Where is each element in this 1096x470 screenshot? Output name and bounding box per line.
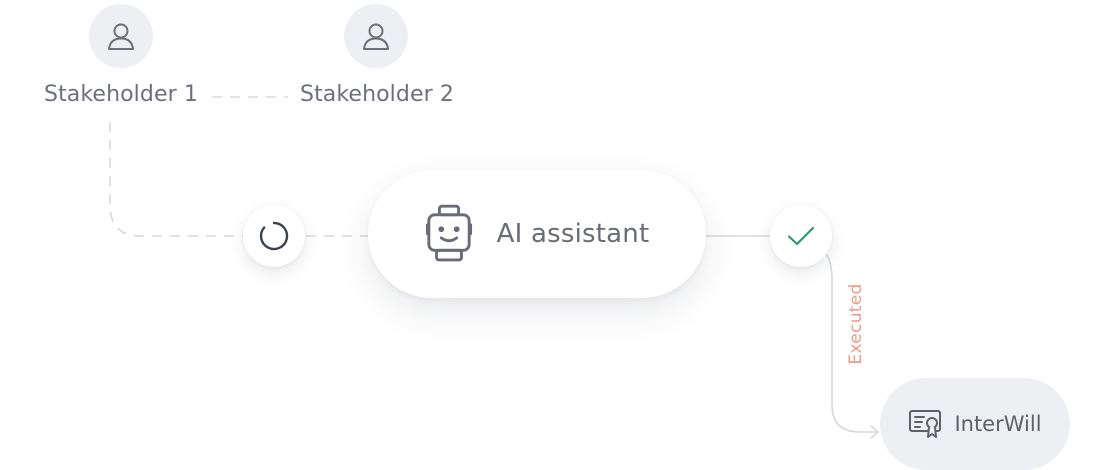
interwill-node[interactable]: InterWill [880, 378, 1070, 470]
executed-arrowhead [870, 425, 879, 439]
executed-label: Executed [846, 283, 866, 365]
user-icon [363, 23, 389, 50]
ai-assistant-node[interactable]: AI assistant [368, 170, 706, 298]
approved-node[interactable] [770, 205, 832, 267]
ai-assistant-label: AI assistant [496, 219, 650, 249]
executed-line [825, 253, 878, 433]
stakeholder-to-pending-line [109, 122, 243, 237]
checkmark-icon [787, 226, 815, 246]
pending-node[interactable] [243, 205, 305, 267]
spinner-icon [259, 221, 289, 251]
stakeholder-2-avatar[interactable] [344, 4, 408, 68]
stakeholder-2-label: Stakeholder 2 [300, 82, 454, 107]
certificate-icon [909, 410, 942, 438]
stakeholder-1-avatar[interactable] [89, 4, 153, 68]
interwill-label: InterWill [954, 412, 1042, 436]
stakeholder-1-label: Stakeholder 1 [44, 82, 198, 107]
robot-face-icon [425, 204, 472, 262]
user-icon [108, 23, 134, 50]
